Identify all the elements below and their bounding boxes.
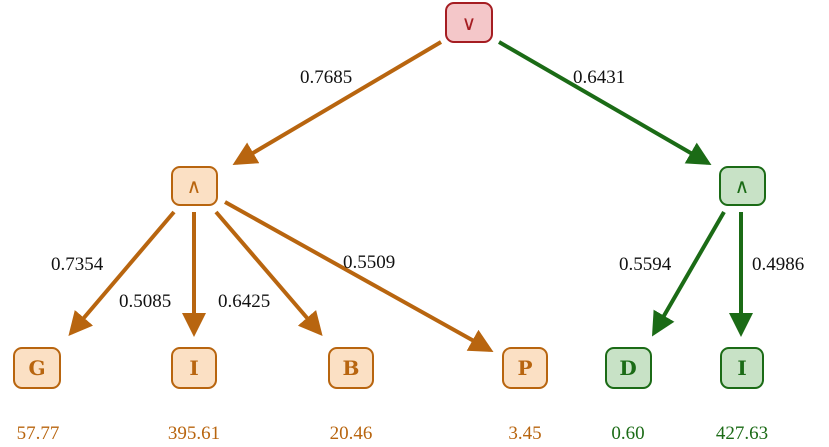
root-or-node: ∨ — [445, 2, 493, 43]
edge-label-left-i: 0.5085 — [119, 291, 171, 312]
edge-label-left-b: 0.6425 — [218, 291, 270, 312]
leaf-node-g: G — [13, 347, 61, 389]
leaf-label-p: P — [517, 356, 532, 380]
leaf-value-d: 0.60 — [611, 423, 644, 444]
leaf-label-i-right: I — [737, 356, 746, 380]
leaf-node-d: D — [605, 347, 652, 389]
edge-left-b — [214, 210, 323, 337]
leaf-node-i-right: I — [720, 347, 764, 389]
leaf-label-d: D — [619, 356, 636, 380]
right-and-node: ∧ — [719, 166, 766, 206]
leaf-node-p: P — [502, 347, 548, 389]
edge-label-left-g: 0.7354 — [51, 254, 104, 275]
leaf-value-i-right: 427.63 — [716, 423, 768, 444]
edge-label-right-i: 0.4986 — [752, 254, 804, 275]
leaf-node-b: B — [328, 347, 374, 389]
root-or-symbol: ∨ — [462, 11, 477, 35]
leaf-value-i-left: 395.61 — [168, 423, 220, 444]
leaf-value-g: 57.77 — [17, 423, 60, 444]
edge-left-g — [68, 210, 176, 337]
right-and-symbol: ∧ — [735, 174, 750, 198]
leaf-label-i-left: I — [189, 356, 198, 380]
leaf-node-i-left: I — [171, 347, 217, 389]
edge-root-right — [497, 40, 712, 166]
edge-label-root-left: 0.7685 — [300, 67, 352, 88]
edge-label-root-right: 0.6431 — [573, 67, 625, 88]
left-and-node: ∧ — [171, 166, 218, 206]
edge-root-left — [232, 40, 443, 166]
leaf-label-g: G — [28, 356, 45, 380]
edge-right-d — [651, 210, 726, 337]
left-and-symbol: ∧ — [187, 174, 202, 198]
leaf-value-b: 20.46 — [330, 423, 373, 444]
leaf-label-b: B — [343, 356, 360, 380]
edge-left-p — [224, 200, 494, 352]
edge-label-left-p: 0.5509 — [343, 252, 395, 273]
edge-label-right-d: 0.5594 — [619, 254, 672, 275]
leaf-value-p: 3.45 — [508, 423, 541, 444]
